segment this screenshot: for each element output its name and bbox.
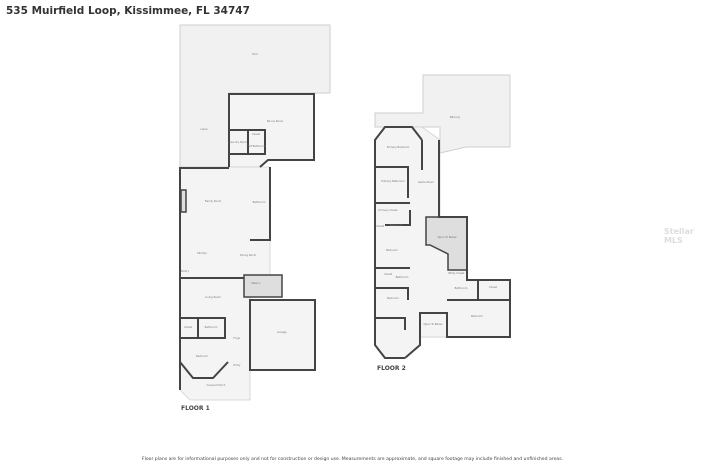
room-label: Utility Closet xyxy=(448,271,465,275)
room-label: Pantry xyxy=(181,269,190,273)
listing-address-title: 535 Muirfield Loop, Kissimmee, FL 34747 xyxy=(6,5,250,17)
room-label: Kitchen xyxy=(197,251,207,255)
watermark: Stellar MLS xyxy=(664,227,694,245)
room-label: Garage xyxy=(277,330,287,334)
room-label: Closet xyxy=(376,224,384,228)
room-label: Open To Below xyxy=(423,322,443,326)
floor-2-plan: Balcony Primary Bedroom Primary Bathroom… xyxy=(374,74,511,372)
room-label: Living Room xyxy=(205,295,221,299)
room-label: Bonus Room xyxy=(267,119,284,123)
room-label: Bedroom xyxy=(471,314,483,318)
room-label: Bedroom xyxy=(386,248,398,252)
room-label: Laundry Room xyxy=(229,140,248,144)
room-label: Bedroom xyxy=(196,354,208,358)
room-label: Bathroom xyxy=(253,200,266,204)
room-label: Foyer xyxy=(233,336,241,340)
room-label: Primary Closet xyxy=(379,208,398,212)
room-label: Dining Room xyxy=(240,253,257,257)
room-label: Family Room xyxy=(205,199,222,203)
room-label: Closet xyxy=(384,272,392,276)
room-label: Primary Bedroom xyxy=(387,145,410,149)
room-label: Half Bathroom xyxy=(247,144,266,148)
floor-2-label: FLOOR 2 xyxy=(377,365,406,372)
room-label: Closet xyxy=(489,285,497,289)
room-label: Bedroom xyxy=(387,296,399,300)
floor-1-label: FLOOR 1 xyxy=(181,405,210,412)
garage xyxy=(249,299,316,371)
floor-1-walls xyxy=(179,93,316,390)
room-label: Covered Porch xyxy=(207,383,226,387)
room-label: Walk-in xyxy=(251,281,261,285)
room-label: Entry xyxy=(234,363,241,367)
room-label: Balcony xyxy=(450,115,461,119)
room-label: Bathroom xyxy=(390,223,403,227)
room-label: Lanai xyxy=(201,127,208,131)
floor-1-plan: Pool Lanai Bonus Room Laundry Room Close… xyxy=(179,24,331,412)
room-label: Open To Below xyxy=(437,235,457,239)
room-label: Closet xyxy=(184,325,192,329)
room-label: Pool xyxy=(252,52,258,56)
walk-in xyxy=(243,274,283,298)
room-label: Bathroom xyxy=(396,275,409,279)
disclaimer-text: Floor plans are for informational purpos… xyxy=(141,457,564,462)
room-label: Bathroom xyxy=(455,286,468,290)
floor-2-walls xyxy=(374,126,511,359)
room-label: Bathroom xyxy=(205,325,218,329)
room-label: Game Room xyxy=(418,180,434,184)
room-label: Closet xyxy=(252,132,260,136)
room-label: Primary Bathroom xyxy=(381,179,405,183)
